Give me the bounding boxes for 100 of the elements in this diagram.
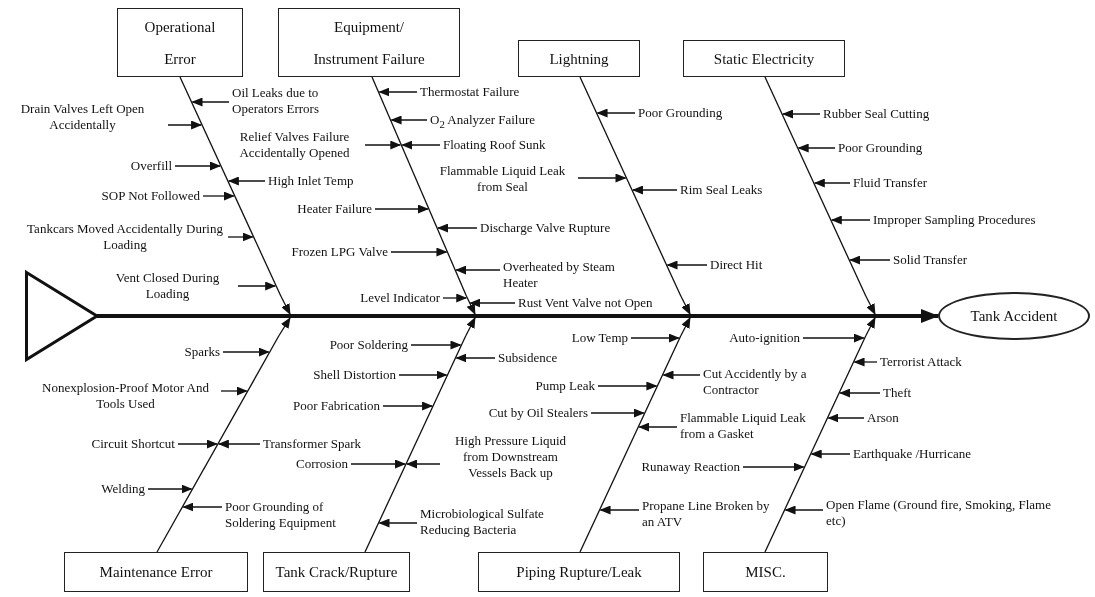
cause-label: Level Indicator <box>360 290 440 306</box>
category-box <box>478 552 680 592</box>
spine-arrow <box>918 309 939 323</box>
cause-arrow <box>364 140 402 150</box>
cause-arrow <box>390 115 428 125</box>
cause-arrow <box>797 143 836 153</box>
cause-arrow <box>849 255 891 265</box>
spine-line <box>97 314 918 318</box>
cause-arrow <box>220 386 248 396</box>
category-box <box>278 8 460 77</box>
cause-label: Rim Seal Leaks <box>680 182 763 198</box>
cause-arrow <box>630 333 680 343</box>
cause-arrow <box>382 401 434 411</box>
cause-label: Circuit Shortcut <box>91 436 175 452</box>
cause-label: Direct Hit <box>710 257 763 273</box>
cause-arrow <box>802 333 865 343</box>
bone-arrow <box>865 295 876 315</box>
cause-arrow <box>442 293 468 303</box>
cause-label: Solid Transfer <box>893 252 968 268</box>
category-box <box>518 40 640 77</box>
cause-arrow <box>217 439 261 449</box>
bone-arrow <box>680 317 691 337</box>
cause-label: Cut Accidently by a Contractor <box>703 366 838 398</box>
bone-arrow <box>465 295 476 315</box>
cause-arrow <box>666 260 708 270</box>
category-label: Static Electricity <box>713 49 815 69</box>
tail-triangle <box>25 271 97 361</box>
cause-label: Poor Grounding of Soldering Equipment <box>225 499 365 531</box>
cause-label: Rubber Seal Cutting <box>823 106 930 122</box>
effect-label: Tank Accident <box>970 307 1058 326</box>
cause-label: Earthquake /Hurricane <box>853 446 972 462</box>
category-label: Maintenance Error <box>99 563 213 582</box>
cause-label: Overfill <box>130 158 172 174</box>
cause-label: Flammable Liquid Leak from a Gasket <box>680 410 818 442</box>
cause-arrow <box>782 109 821 119</box>
cause-arrow <box>222 347 270 357</box>
cause-arrow <box>406 459 441 469</box>
cause-label: Shell Distortion <box>313 367 396 383</box>
cause-label: Drain Valves Left Open Accidentally <box>0 101 165 133</box>
cause-arrow <box>147 484 193 494</box>
cause-label: Vent Closed During Loading <box>100 270 235 302</box>
cause-arrow <box>374 204 429 214</box>
cause-arrow <box>830 215 871 225</box>
category-box <box>263 552 410 592</box>
cause-arrow <box>469 298 516 308</box>
cause-label: Poor Fabrication <box>293 398 380 414</box>
cause-label: High Pressure Liquid from Downstream Vessels Back up <box>443 433 578 481</box>
cause-label: Fluid Transfer <box>853 175 928 191</box>
category-label: Piping Rupture/Leak <box>516 563 642 582</box>
cause-arrow <box>378 87 418 97</box>
cause-arrow <box>597 381 658 391</box>
cause-label: Theft <box>883 385 912 401</box>
cause-label: Thermostat Failure <box>420 84 520 100</box>
cause-label: Transformer Spark <box>263 436 362 452</box>
cause-arrow <box>227 176 266 186</box>
cause-label: Floating Roof Sunk <box>443 137 546 153</box>
cause-arrow <box>378 518 418 528</box>
category-box <box>703 552 828 592</box>
cause-label: Arson <box>867 410 899 426</box>
category-label: MISC. <box>745 563 786 582</box>
bone-arrow <box>465 317 476 337</box>
cause-label: Frozen LPG Valve <box>291 244 388 260</box>
cause-label: Sparks <box>184 344 220 360</box>
cause-arrow <box>638 422 678 432</box>
cause-label: Corrosion <box>296 456 348 472</box>
category-label: Lightning <box>549 49 609 69</box>
cause-arrow <box>350 459 406 469</box>
cause-label: Microbiological Sulfate Reducing Bacteria <box>420 506 570 538</box>
cause-label: Welding <box>101 481 145 497</box>
cause-label: Terrorist Attack <box>880 354 962 370</box>
cause-arrow <box>455 265 501 275</box>
cause-label: Poor Grounding <box>638 105 723 121</box>
cause-arrow <box>410 340 462 350</box>
cause-label: Auto-ignition <box>729 330 800 346</box>
cause-label: Runaway Reaction <box>641 459 740 475</box>
bone-arrow <box>865 317 876 337</box>
cause-arrow <box>784 505 824 515</box>
cause-label: Heater Failure <box>297 201 372 217</box>
cause-label: Improper Sampling Procedures <box>873 212 1036 228</box>
cause-label: Low Temp <box>571 330 628 346</box>
cause-arrow <box>167 120 203 130</box>
cause-arrow <box>577 173 627 183</box>
cause-label: Propane Line Broken by an ATV <box>642 498 777 530</box>
cause-label: Nonexplosion-Proof Motor And Tools Used <box>33 380 218 412</box>
cause-label: High Inlet Temp <box>268 173 354 189</box>
cause-arrow <box>632 185 678 195</box>
cause-label: Discharge Valve Rupture <box>480 220 611 236</box>
cause-arrow <box>662 370 701 380</box>
cause-arrow <box>390 247 448 257</box>
cause-label: Overheated by Steam Heater <box>503 259 648 291</box>
cause-arrow <box>401 140 441 150</box>
cause-arrow <box>174 161 221 171</box>
bone-arrow <box>280 295 291 315</box>
category-label: Tank Crack/Rupture <box>275 563 398 582</box>
cause-arrow <box>182 502 223 512</box>
bone-arrow <box>680 295 691 315</box>
cause-arrow <box>191 97 230 107</box>
cause-arrow <box>813 178 851 188</box>
cause-label: Poor Soldering <box>329 337 408 353</box>
category-label: Equipment/ Instrument Failure <box>312 17 426 69</box>
